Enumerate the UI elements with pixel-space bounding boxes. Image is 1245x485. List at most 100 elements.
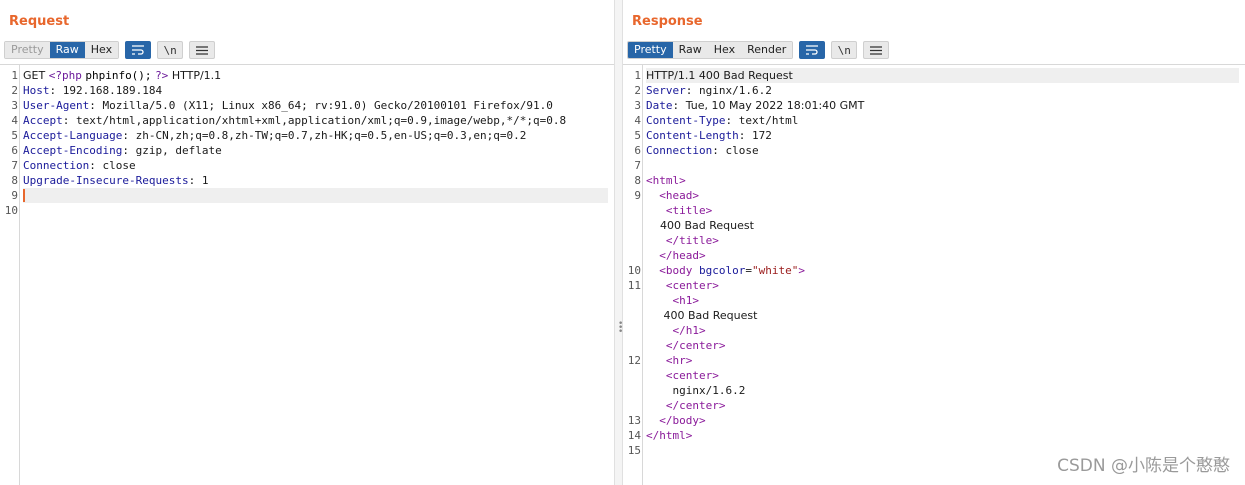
request-line-current: 9 xyxy=(11,188,608,203)
request-menu-button[interactable] xyxy=(189,41,216,59)
response-line: 3 Date: Tue, 10 May 2022 18:01:40 GMT xyxy=(634,98,1239,113)
line-number: 4 xyxy=(11,114,18,127)
request-line: 7 Connection: close xyxy=(11,158,608,173)
header-value: zh-CN,zh;q=0.8,zh-TW;q=0.7,zh-HK;q=0.5,e… xyxy=(135,129,527,142)
html-tag: > xyxy=(798,264,805,277)
response-line: <h1> xyxy=(646,293,1239,308)
request-line: 5 Accept-Language: zh-CN,zh;q=0.8,zh-TW;… xyxy=(11,128,608,143)
header-name: Connection xyxy=(646,144,713,157)
line-number: 7 xyxy=(11,159,18,172)
response-wrap-toggle[interactable] xyxy=(799,41,826,59)
response-editor[interactable]: 1 HTTP/1.1 400 Bad Request 2 Server: ngi… xyxy=(623,64,1245,485)
header-name: User-Agent xyxy=(23,99,90,112)
response-line: 6 Connection: close xyxy=(634,143,1239,158)
line-number: 8 xyxy=(634,174,641,187)
header-value: 172 xyxy=(751,129,772,142)
response-menu-button[interactable] xyxy=(863,41,890,59)
line-number: 10 xyxy=(4,204,18,217)
html-tag: </h1> xyxy=(672,324,706,337)
header-name: Server xyxy=(646,84,686,97)
title-text: 400 Bad Request xyxy=(660,219,754,232)
header-name: Content-Type xyxy=(646,114,726,127)
status-line: HTTP/1.1 400 Bad Request xyxy=(646,69,793,82)
header-value: gzip, deflate xyxy=(135,144,222,157)
line-number: 6 xyxy=(634,144,641,157)
response-line: 5 Content-Length: 172 xyxy=(634,128,1239,143)
text-caret xyxy=(23,189,25,202)
line-number: 2 xyxy=(11,84,18,97)
response-tab-raw[interactable]: Raw xyxy=(672,42,708,58)
response-tab-render[interactable]: Render xyxy=(741,42,793,58)
header-value: nginx/1.6.2 xyxy=(699,84,772,97)
php-open-tag: <?php xyxy=(48,69,82,82)
response-line: 15 xyxy=(628,443,1239,458)
line-number: 11 xyxy=(627,279,641,292)
menu-icon xyxy=(870,45,883,55)
response-line: 12 <hr> xyxy=(628,353,1239,368)
response-line: 7 xyxy=(634,158,1239,173)
menu-icon xyxy=(196,45,209,55)
response-line: 8 <html> xyxy=(634,173,1239,188)
header-value: 192.168.189.184 xyxy=(62,84,163,97)
request-line: 3 User-Agent: Mozilla/5.0 (X11; Linux x8… xyxy=(11,98,608,113)
wrap-lines-icon xyxy=(806,45,819,55)
line-number: 3 xyxy=(634,99,641,112)
html-attribute: bgcolor xyxy=(699,264,746,277)
response-line: nginx/1.6.2 xyxy=(646,383,1239,398)
pane-divider[interactable]: ••• xyxy=(614,0,623,485)
line-number: 1 xyxy=(634,69,641,82)
header-name: Accept xyxy=(23,114,63,127)
request-view-tabs: Pretty Raw Hex xyxy=(4,41,120,59)
request-tab-hex[interactable]: Hex xyxy=(84,42,119,58)
request-editor[interactable]: 1 GET <?php phpinfo(); ?> HTTP/1.1 2 Hos… xyxy=(0,64,614,485)
response-title: Response xyxy=(632,14,703,29)
line-number: 14 xyxy=(627,429,641,442)
header-name: Connection xyxy=(23,159,90,172)
response-line: </title> xyxy=(646,233,1239,248)
html-tag: </body> xyxy=(659,414,706,427)
line-number: 13 xyxy=(627,414,641,427)
line-number: 3 xyxy=(11,99,18,112)
response-newline-toggle[interactable]: \n xyxy=(831,41,858,59)
line-number: 9 xyxy=(634,189,641,202)
request-line: 10 xyxy=(5,203,608,218)
request-line: 2 Host: 192.168.189.184 xyxy=(11,83,608,98)
html-tag: </html> xyxy=(646,429,693,442)
response-tab-pretty[interactable]: Pretty xyxy=(628,42,673,58)
request-line: 6 Accept-Encoding: gzip, deflate xyxy=(11,143,608,158)
html-tag: <center> xyxy=(665,279,719,292)
wrap-lines-icon xyxy=(132,45,145,55)
response-tab-hex[interactable]: Hex xyxy=(707,42,742,58)
center-text: nginx/1.6.2 xyxy=(672,384,746,397)
line-number: 7 xyxy=(634,159,641,172)
response-line: </center> xyxy=(646,398,1239,413)
header-value: text/html xyxy=(738,114,799,127)
line-number: 2 xyxy=(634,84,641,97)
response-line: 14 </html> xyxy=(628,428,1239,443)
response-line: 400 Bad Request xyxy=(646,218,1239,233)
header-name: Accept-Language xyxy=(23,129,123,142)
html-tag: <head> xyxy=(659,189,699,202)
line-number: 5 xyxy=(11,129,18,142)
request-tab-pretty[interactable]: Pretty xyxy=(5,42,50,58)
php-code: phpinfo(); xyxy=(85,69,152,82)
html-tag: <center> xyxy=(665,369,719,382)
request-method: GET xyxy=(23,69,46,82)
h1-text: 400 Bad Request xyxy=(663,309,758,322)
request-tab-raw[interactable]: Raw xyxy=(49,42,85,58)
line-number: 9 xyxy=(11,189,18,202)
html-tag: <html> xyxy=(646,174,686,187)
response-line: <title> xyxy=(646,203,1239,218)
attribute-value: "white" xyxy=(751,264,799,277)
request-newline-toggle[interactable]: \n xyxy=(157,41,184,59)
request-title: Request xyxy=(9,14,70,29)
header-name: Content-Length xyxy=(646,129,739,142)
response-line: 13 </body> xyxy=(628,413,1239,428)
request-gutter xyxy=(0,65,20,485)
drag-handle-icon[interactable]: ••• xyxy=(618,319,624,337)
line-number: 5 xyxy=(634,129,641,142)
request-wrap-toggle[interactable] xyxy=(125,41,152,59)
line-number: 8 xyxy=(11,174,18,187)
html-tag: </center> xyxy=(665,399,726,412)
response-line: <center> xyxy=(646,368,1239,383)
